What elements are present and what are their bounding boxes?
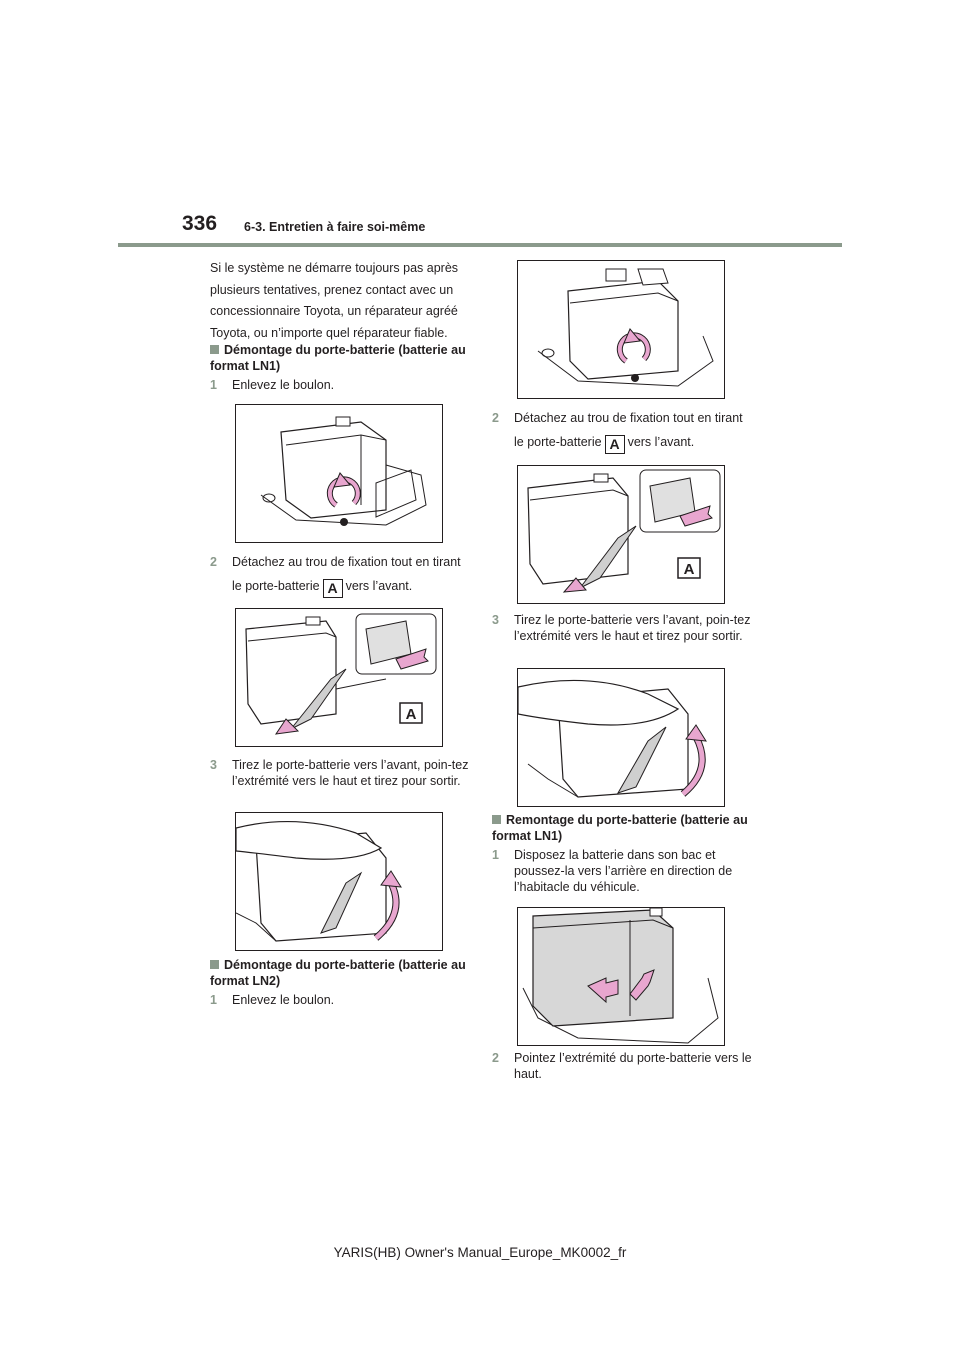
- figure-ln2-remove-bolt: [517, 260, 725, 399]
- step-item: 1 Disposez la batterie dans son bac et p…: [492, 848, 733, 894]
- heading-ln1-removal: Démontage du porte-batterie (batterie au…: [210, 343, 466, 373]
- step-item: 2 Détachez au trou de fixation tout en t…: [492, 411, 743, 454]
- header-rule: [118, 243, 842, 247]
- figure-position-battery: [517, 907, 725, 1046]
- battery-position-illustration: [522, 908, 719, 1044]
- page-number: 336: [182, 212, 218, 235]
- figure-remove-bolt: [235, 404, 443, 543]
- figure-label-a: A: [406, 706, 417, 723]
- intro-line: Si le système ne démarre toujours pas ap…: [210, 261, 459, 275]
- step-item: 2 Pointez l’extrémité du porte-batterie …: [492, 1051, 752, 1081]
- heading-ln1-refit: Remontage du porte-batterie (batterie au…: [492, 813, 748, 843]
- ln2-bolt-illustration: [537, 268, 714, 387]
- step-item: 3 Tirez le porte-batterie vers l’avant, …: [210, 758, 469, 788]
- heading-square-icon: [492, 815, 501, 824]
- battery-bolt-illustration: [260, 416, 427, 526]
- figure-detach-carrier: A: [235, 608, 443, 747]
- page-footer: YARIS(HB) Owner's Manual_Europe_MK0002_f…: [333, 1245, 627, 1260]
- heading-square-icon: [210, 960, 219, 969]
- heading-ln2-removal: Démontage du porte-batterie (batterie au…: [210, 958, 466, 988]
- carrier-detach-illustration: A: [245, 613, 437, 735]
- section-title: 6-3. Entretien à faire soi-même: [244, 220, 426, 234]
- step-item: 1 Enlevez le boulon.: [210, 993, 335, 1007]
- figure-ln2-pull-out: [517, 668, 725, 807]
- figure-ln2-detach-carrier: A: [517, 465, 725, 604]
- step-item: 3 Tirez le porte-batterie vers l’avant, …: [492, 613, 751, 643]
- pull-out-illustration: [236, 820, 402, 942]
- figure-pull-out: [235, 812, 443, 951]
- figure-label-a: A: [684, 561, 695, 578]
- step-item: 2 Détachez au trou de fixation tout en t…: [210, 555, 461, 598]
- intro-paragraph: Si le système ne démarre toujours pas ap…: [210, 258, 480, 344]
- intro-line: Toyota, ou n’importe quel réparateur fia…: [210, 325, 448, 340]
- intro-line: concessionnaire Toyota, un réparateur ag…: [210, 304, 458, 318]
- intro-line: plusieurs tentatives, prenez contact ave…: [210, 282, 454, 297]
- label-a-badge: A: [322, 579, 343, 598]
- ln2-pull-out-illustration: [518, 679, 707, 798]
- step-item: 1 Enlevez le boulon.: [210, 378, 335, 392]
- heading-square-icon: [210, 345, 219, 354]
- label-a-badge: A: [604, 435, 625, 454]
- ln2-carrier-detach-illustration: A: [527, 469, 721, 593]
